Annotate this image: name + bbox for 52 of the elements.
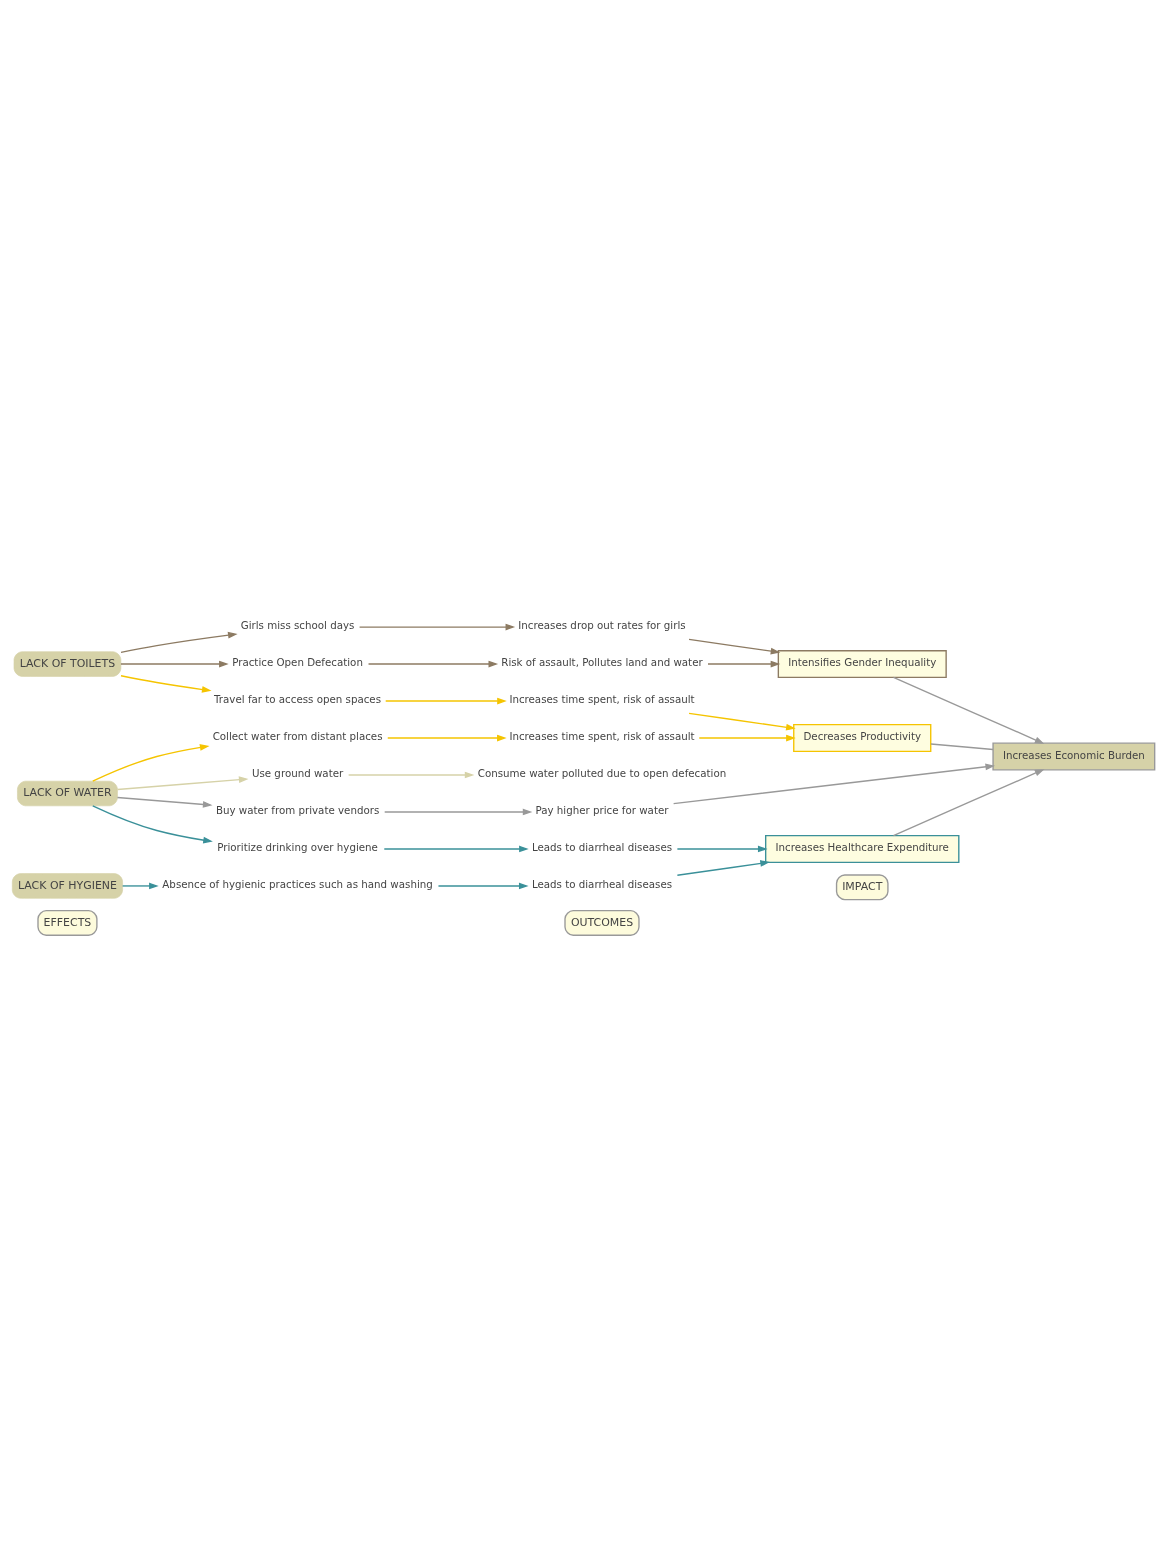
node-text: Girls miss school days [240,618,355,631]
arrow [676,859,770,876]
arrow [121,882,159,889]
node-text: Risk of assault, Pollutes land and water [501,655,703,668]
node-box: LACK OF HYGIENE [12,872,123,899]
node-text: Leads to diarrheal diseases [531,840,673,853]
node-box: Decreases Productivity [793,723,932,752]
node-box: IMPACT [835,873,889,900]
node-text: Practice Open Defecation [232,655,363,668]
arrow [358,623,516,630]
arrow [120,674,212,693]
arrow [437,882,529,889]
arrow [383,845,529,852]
node-text: Increases time spent, risk of assault [509,729,695,742]
arrow [120,660,229,667]
node-box: OUTCOMES [564,909,640,936]
arrow [688,712,796,731]
arrow [892,676,1045,744]
node-box: Increases Economic Burden [992,741,1156,771]
node-text: Buy water from private vendors [215,803,380,816]
arrow [367,660,499,667]
node-text: Absence of hygienic practices such as hand washing [162,877,433,890]
arrow [347,771,475,778]
arrow [120,631,238,653]
arrow [116,796,213,808]
arrow [385,697,507,704]
arrow [707,660,781,667]
node-text: Increases drop out rates for girls [518,618,686,631]
node-text: Leads to diarrheal diseases [531,877,673,890]
node-box: EFFECTS [37,909,98,936]
node-text: Prioritize drinking over hygiene [217,840,378,853]
arrow [116,775,249,790]
arrow [92,804,213,843]
arrow [688,638,781,654]
node-text: Increases time spent, risk of assault [509,692,695,705]
arrow [384,808,533,815]
node-box: Intensifies Gender Inequality [777,649,947,678]
connector [930,742,994,750]
node-text: Consume water polluted due to open defecation [477,766,727,779]
node-box: LACK OF WATER [17,780,118,806]
node-text: Collect water from distant places [212,729,383,742]
node-box: LACK OF TOILETS [13,650,122,677]
node-text: Travel far to access open spaces [214,692,382,705]
arrow [698,734,796,741]
arrow [387,734,507,741]
node-text: Use ground water [251,766,344,779]
arrow [92,743,210,782]
arrow [672,763,996,804]
node-text: Pay higher price for water [535,803,669,816]
arrow [676,845,768,852]
node-box: Increases Healthcare Expenditure [765,834,960,863]
arrow [892,768,1045,836]
